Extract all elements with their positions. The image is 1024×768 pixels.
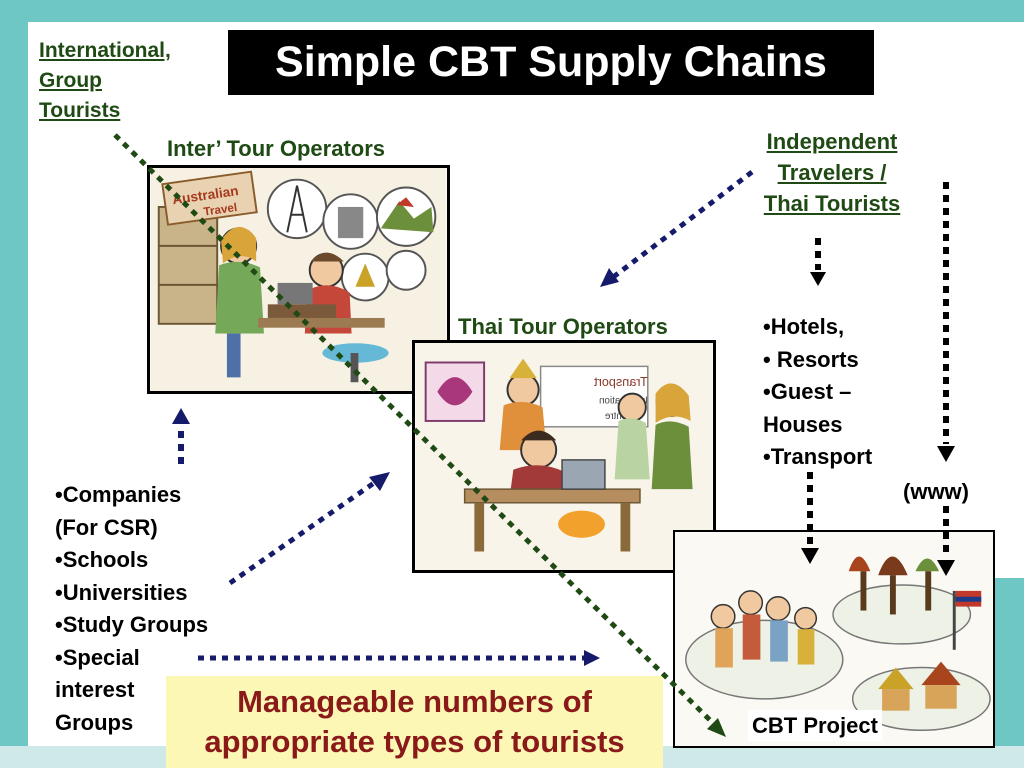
indep-line-1: Independent — [766, 129, 898, 154]
intl-line-2: Group — [39, 69, 102, 92]
inter-tour-operators-label: Inter’ Tour Operators — [167, 136, 386, 161]
inter-tour-operators-illustration: Australian Travel — [147, 165, 450, 394]
cbt-project-label: CBT Project — [748, 710, 882, 741]
page-title: Simple CBT Supply Chains — [228, 30, 874, 95]
slide-edge — [994, 22, 1024, 578]
page-title-text: Simple CBT Supply Chains — [275, 38, 827, 86]
travel-agency-drawing: Australian Travel — [150, 168, 447, 391]
list-item-houses: Houses — [763, 411, 843, 437]
office-sign-1: Transport — [594, 375, 648, 389]
thai-tour-operators-label: Thai Tour Operators — [458, 314, 668, 339]
list-item-csr: (For CSR) — [55, 514, 158, 540]
note-line-1: Manageable numbers of — [237, 684, 592, 719]
accommodation-list: •Hotels, • Resorts •Guest – Houses •Tran… — [763, 311, 872, 474]
thai-office-drawing: Transport Information Centre — [415, 343, 713, 570]
list-item-resorts: • Resorts — [763, 346, 859, 372]
indep-line-2: Travelers / — [777, 160, 887, 185]
indep-line-3: Thai Tourists — [763, 191, 901, 216]
list-item-special: •Special — [55, 644, 140, 670]
independent-travelers-label: Independent Travelers / Thai Tourists — [742, 126, 922, 219]
www-label: (www) — [903, 479, 969, 504]
intl-line-1: International, — [39, 39, 171, 62]
intl-line-3: Tourists — [39, 99, 121, 122]
list-item-schools: •Schools — [55, 547, 149, 572]
manageable-numbers-note: Manageable numbers of appropriate types … — [166, 676, 663, 768]
thai-tour-operators-illustration: Transport Information Centre — [412, 340, 716, 573]
list-item-hotels: •Hotels, — [763, 314, 845, 339]
note-line-2: appropriate types of tourists — [204, 724, 625, 759]
list-item-universities: •Universities — [55, 579, 188, 605]
list-item-study-groups: •Study Groups — [55, 612, 209, 637]
list-item-guest: •Guest – — [763, 379, 852, 404]
list-item-companies: •Companies — [55, 482, 182, 507]
intl-group-tourists-label: International, Group Tourists — [39, 36, 171, 126]
list-item-transport: •Transport — [763, 444, 873, 469]
